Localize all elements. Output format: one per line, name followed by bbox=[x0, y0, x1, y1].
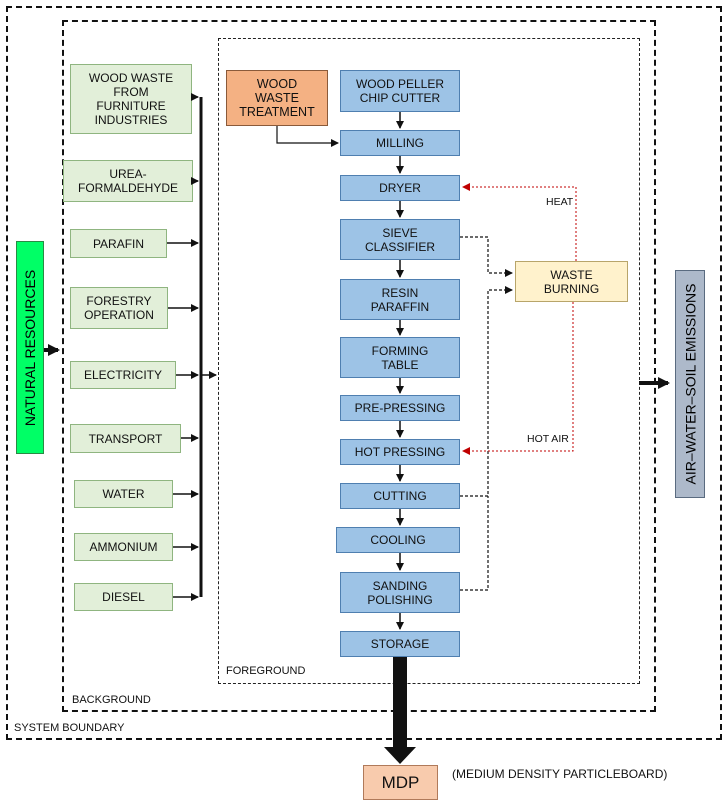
process-cutting: CUTTING bbox=[340, 483, 460, 509]
natural-resources-box: NATURAL RESOURCES bbox=[16, 241, 44, 454]
input-transport: TRANSPORT bbox=[70, 424, 181, 453]
input-diesel: DIESEL bbox=[74, 583, 173, 611]
process-hot-pressing: HOT PRESSING bbox=[340, 439, 460, 465]
process-forming-table: FORMING TABLE bbox=[340, 337, 460, 378]
process-chip-cutter: WOOD PELLER CHIP CUTTER bbox=[340, 70, 460, 112]
process-milling: MILLING bbox=[340, 130, 460, 156]
input-water: WATER bbox=[74, 480, 173, 508]
process-pre-pressing: PRE-PRESSING bbox=[340, 395, 460, 421]
system-boundary bbox=[6, 6, 722, 740]
hot-air-label: HOT AIR bbox=[527, 433, 569, 445]
input-parafin: PARAFIN bbox=[70, 229, 167, 258]
process-cooling: COOLING bbox=[336, 527, 460, 553]
process-storage: STORAGE bbox=[340, 631, 460, 657]
input-electricity: ELECTRICITY bbox=[70, 361, 176, 389]
foreground-boundary bbox=[218, 38, 640, 684]
process-resin-paraffin: RESIN PARAFFIN bbox=[340, 279, 460, 320]
waste-burning: WASTE BURNING bbox=[515, 261, 628, 302]
background-boundary bbox=[62, 20, 656, 712]
process-dryer: DRYER bbox=[340, 175, 460, 201]
system-boundary-label: SYSTEM BOUNDARY bbox=[14, 722, 125, 734]
input-urea-formaldehyde: UREA- FORMALDEHYDE bbox=[63, 160, 193, 202]
process-sieve-classifier: SIEVE CLASSIFIER bbox=[340, 219, 460, 260]
process-sanding-polishing: SANDING POLISHING bbox=[340, 572, 460, 613]
emissions-box: AIR–WATER–SOIL EMISSIONS bbox=[675, 270, 705, 498]
input-ammonium: AMMONIUM bbox=[74, 533, 173, 561]
input-wood-waste: WOOD WASTE FROM FURNITURE INDUSTRIES bbox=[70, 64, 192, 134]
input-forestry-operation: FORESTRY OPERATION bbox=[70, 287, 168, 329]
wood-waste-treatment: WOOD WASTE TREATMENT bbox=[226, 70, 328, 126]
foreground-label: FOREGROUND bbox=[226, 665, 306, 677]
background-label: BACKGROUND bbox=[72, 694, 151, 706]
product-mdp: MDP bbox=[363, 765, 438, 800]
product-full-name: (MEDIUM DENSITY PARTICLEBOARD) bbox=[452, 767, 668, 781]
heat-label: HEAT bbox=[546, 196, 574, 208]
